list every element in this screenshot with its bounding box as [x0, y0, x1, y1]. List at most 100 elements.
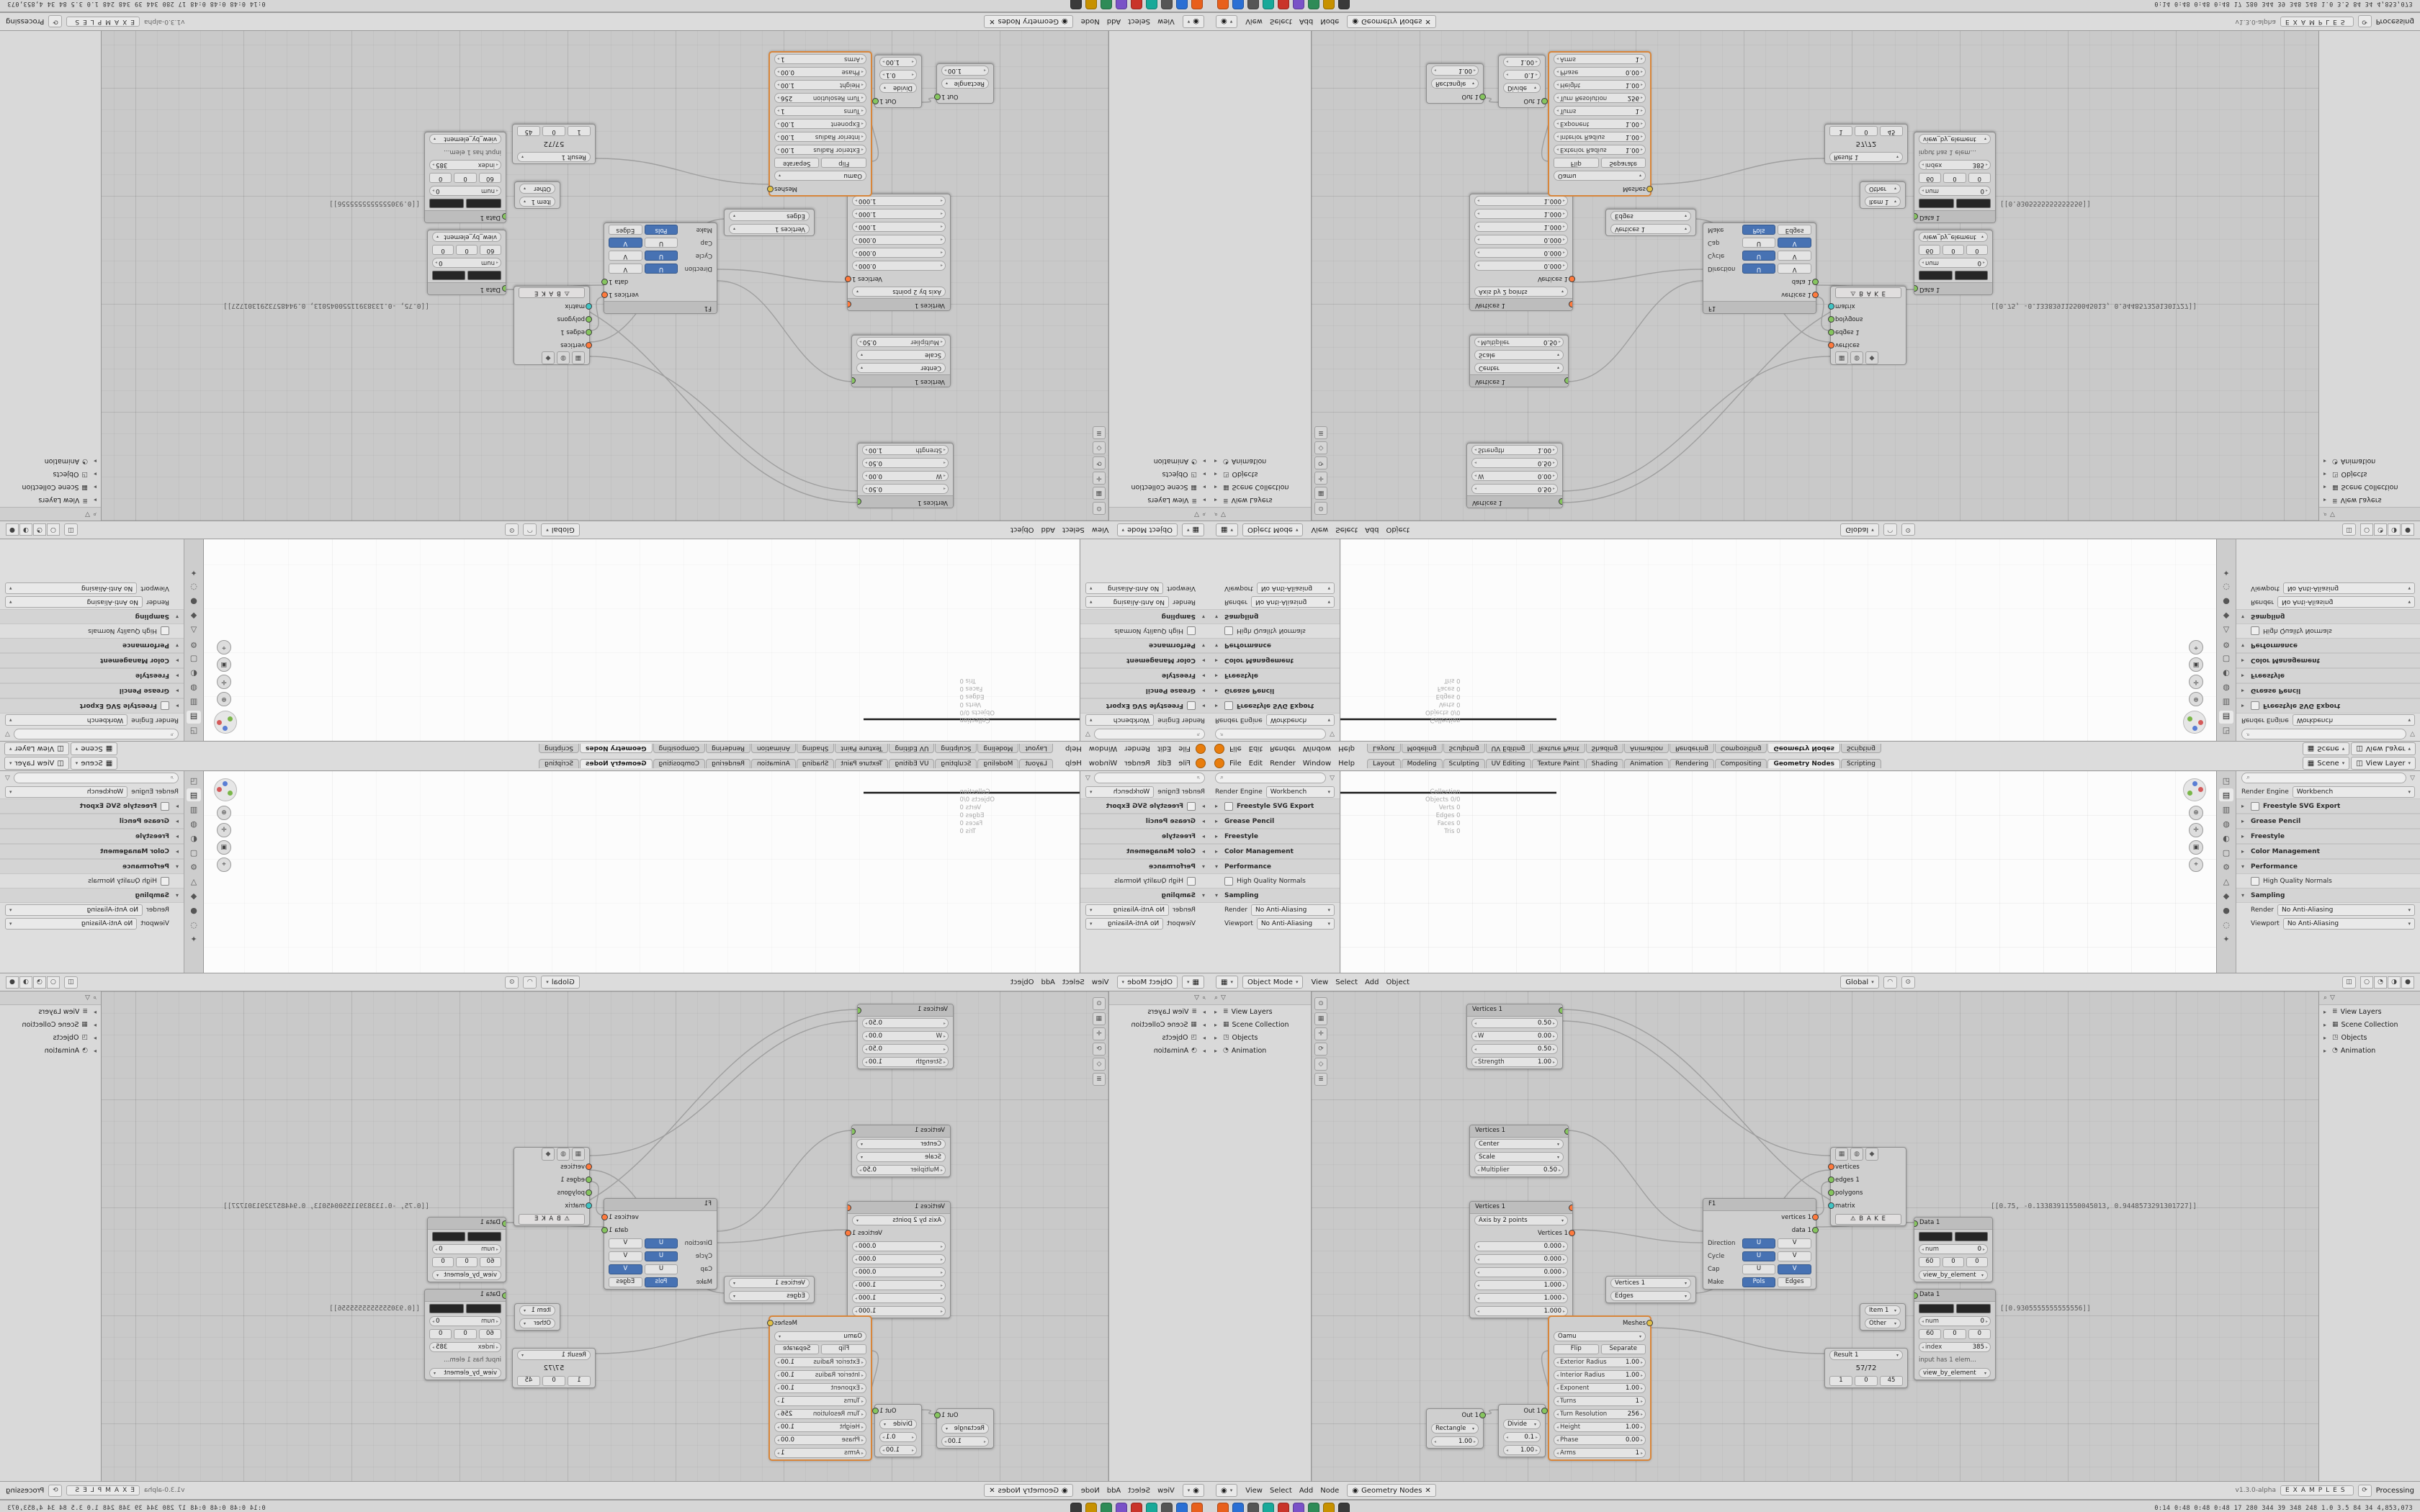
- socket-out[interactable]: [858, 1007, 861, 1014]
- vtool-[interactable]: ▣: [217, 657, 231, 672]
- mitem-object[interactable]: Object: [1010, 526, 1034, 534]
- toggle-separate[interactable]: Separate: [774, 158, 820, 168]
- socket-out[interactable]: [934, 1412, 941, 1418]
- app-icon-settings[interactable]: [1323, 1503, 1335, 1512]
- select-viewport[interactable]: No Anti-Aliasing▾: [5, 917, 138, 930]
- properties-tab-output[interactable]: ▥: [2222, 804, 2231, 814]
- node-field-1-000[interactable]: ◂1.000▸: [852, 1306, 946, 1316]
- app-icon-editor[interactable]: [1116, 0, 1127, 9]
- stat-tris-0[interactable]: Tris 0: [1444, 677, 1461, 684]
- vtool-[interactable]: ▣: [217, 840, 231, 855]
- node-field-45[interactable]: 45: [517, 1376, 540, 1386]
- panel-performance[interactable]: ▾Performance: [0, 638, 184, 653]
- app-icon-monitor[interactable]: [1070, 0, 1082, 9]
- node-tree-selector[interactable]: ◉ Geometry Nodes ✕: [1347, 15, 1436, 28]
- mitem-select[interactable]: Select: [1269, 1486, 1292, 1495]
- blender-logo-icon[interactable]: [1214, 758, 1224, 768]
- wtab-sculpting[interactable]: Sculpting: [935, 744, 977, 754]
- outliner-item-view-layers[interactable]: ▸≣View Layers: [38, 496, 97, 505]
- node-item-other[interactable]: Item 1▾Other▾: [1860, 1303, 1906, 1331]
- node-field-1-000[interactable]: ◂1.000▸: [1474, 1280, 1568, 1290]
- wtab-animation[interactable]: Animation: [750, 758, 796, 768]
- panel-performance[interactable]: ▾Performance: [1080, 638, 1210, 653]
- node-field-0[interactable]: 0: [456, 245, 478, 255]
- node-field-60[interactable]: 60: [1919, 245, 1940, 255]
- outliner-item-animation[interactable]: ▸◔Animation: [44, 457, 97, 466]
- node-icon-button[interactable]: ◍: [1850, 1148, 1863, 1161]
- socket-out[interactable]: [767, 186, 774, 192]
- node-field-45[interactable]: 45: [1880, 1376, 1903, 1386]
- panel-sampling[interactable]: ▾Sampling: [1210, 609, 1340, 624]
- node-tree-selector[interactable]: ◉ Geometry Nodes ✕: [984, 1484, 1073, 1497]
- mitem-add[interactable]: Add: [1365, 526, 1379, 534]
- view-layer-select[interactable]: ◫ View Layer ▾: [2351, 742, 2416, 755]
- editor-type-button[interactable]: ▦ ▾: [1216, 976, 1238, 989]
- panel-freestyle[interactable]: ▸Freestyle: [2236, 829, 2420, 844]
- node-field-0[interactable]: 0: [542, 126, 565, 136]
- vtool-[interactable]: ⌖: [2189, 858, 2203, 872]
- node-field-0-000[interactable]: ◂0.000▸: [1474, 1254, 1568, 1264]
- editor-type-button[interactable]: ▦ ▾: [1182, 976, 1204, 989]
- vtool-[interactable]: ✛: [217, 675, 231, 689]
- socket-out[interactable]: [1812, 292, 1819, 298]
- checkbox-high-quality-normals[interactable]: [161, 876, 169, 886]
- render-engine-select[interactable]: Workbench▾: [1265, 786, 1335, 798]
- filter-icon[interactable]: ▽: [5, 774, 10, 782]
- close-icon[interactable]: ✕: [989, 1486, 995, 1495]
- panel-freestyle[interactable]: ▸Freestyle: [1080, 668, 1210, 683]
- app-icon-monitor[interactable]: [1070, 1503, 1082, 1512]
- shbtn-[interactable]: ●: [5, 523, 19, 536]
- app-icon-browser[interactable]: [1217, 0, 1229, 9]
- mode-select[interactable]: Object Mode ▾: [1242, 523, 1304, 536]
- outliner-item-scene-collection[interactable]: ▸▦Scene Collection: [2323, 483, 2398, 492]
- node-field-0[interactable]: 0: [432, 1257, 454, 1267]
- node-item-other[interactable]: Item 1▾Other▾: [514, 181, 560, 209]
- magnet-icon[interactable]: ◠: [1883, 976, 1897, 989]
- node-field-1-00[interactable]: ◂1.00▸: [941, 66, 989, 76]
- node-field-60[interactable]: 60: [1919, 1329, 1942, 1339]
- panel-freestyle-svg-export[interactable]: ▸Freestyle SVG Export: [0, 798, 184, 814]
- gbtn-[interactable]: ◇: [1314, 1058, 1327, 1071]
- app-icon-monitor[interactable]: [1338, 1503, 1350, 1512]
- app-icon-files[interactable]: [1161, 0, 1173, 9]
- editor-type-button[interactable]: ▦ ▾: [1216, 523, 1238, 536]
- vtool-[interactable]: ✛: [2189, 675, 2203, 689]
- socket-out[interactable]: [1559, 1007, 1562, 1014]
- wtab-animation[interactable]: Animation: [1624, 744, 1670, 754]
- properties-search-input[interactable]: ⌕: [2241, 729, 2407, 739]
- app-icon-files[interactable]: [1247, 1503, 1259, 1512]
- socket-out[interactable]: [1569, 301, 1572, 307]
- socket-out[interactable]: [1646, 186, 1653, 192]
- node-field-0-000[interactable]: ◂0.000▸: [852, 235, 946, 245]
- wtab-compositing[interactable]: Compositing: [1715, 758, 1767, 768]
- panel-performance[interactable]: ▾Performance: [1210, 638, 1340, 653]
- toggle-u[interactable]: U: [1742, 1238, 1776, 1248]
- node-field-1[interactable]: 1: [1829, 126, 1852, 136]
- mitem-select[interactable]: Select: [1062, 526, 1085, 534]
- mitem-render[interactable]: Render: [1124, 744, 1150, 753]
- toggle-pols[interactable]: Pols: [1742, 225, 1776, 235]
- color-swatch[interactable]: [467, 271, 501, 281]
- filter-icon[interactable]: ▽: [1085, 774, 1090, 782]
- wtab-geometry-nodes[interactable]: Geometry Nodes: [1767, 758, 1840, 768]
- orientation-select[interactable]: Global ▾: [1840, 976, 1879, 989]
- outliner-item-animation[interactable]: ▸◔Animation: [1153, 1046, 1206, 1055]
- properties-tab-physics[interactable]: ●: [190, 905, 197, 915]
- node-dropdown-view-by-element[interactable]: view_by_element▾: [432, 232, 501, 242]
- app-icon-terminal[interactable]: [1263, 1503, 1274, 1512]
- toggle-u[interactable]: U: [644, 238, 678, 248]
- mitem-object[interactable]: Object: [1386, 526, 1410, 534]
- mitem-add[interactable]: Add: [1106, 17, 1121, 26]
- properties-tab-view-layer[interactable]: ◍: [190, 819, 197, 829]
- node-field-0[interactable]: 0: [1966, 1257, 1988, 1267]
- node-field-0-1[interactable]: ◂0.1▸: [879, 1432, 917, 1442]
- select-viewport[interactable]: No Anti-Aliasing▾: [2282, 582, 2415, 595]
